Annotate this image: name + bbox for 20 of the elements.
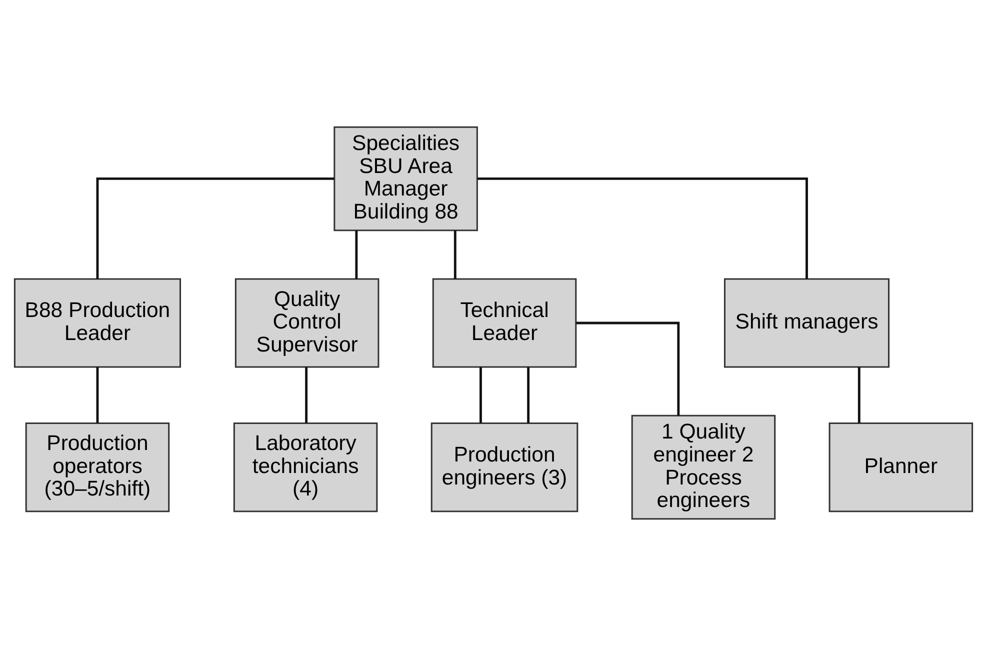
connector	[96, 178, 334, 279]
node-box: B88 Production Leader	[14, 278, 181, 368]
node-box: Quality Control Supervisor	[234, 278, 380, 368]
node-box: Shift managers	[724, 278, 890, 368]
node-box: Technical Leader	[432, 278, 577, 368]
connector	[454, 230, 456, 279]
node-box: Specialities SBU Area Manager Building 88	[334, 126, 478, 232]
node-box: Production operators (30–5/shift)	[25, 422, 170, 512]
node-box: Laboratory technicians (4)	[233, 422, 378, 512]
connector	[96, 367, 99, 423]
node-box: 1 Quality engineer 2 Process engineers	[631, 414, 776, 520]
connector	[527, 367, 530, 423]
connector	[477, 178, 808, 279]
connector	[576, 322, 680, 416]
connector	[858, 367, 860, 423]
node-box: Planner	[828, 422, 974, 512]
node-box: Production engineers (3)	[430, 422, 578, 512]
connector	[355, 230, 358, 279]
connector	[480, 367, 482, 423]
connector	[305, 367, 308, 423]
